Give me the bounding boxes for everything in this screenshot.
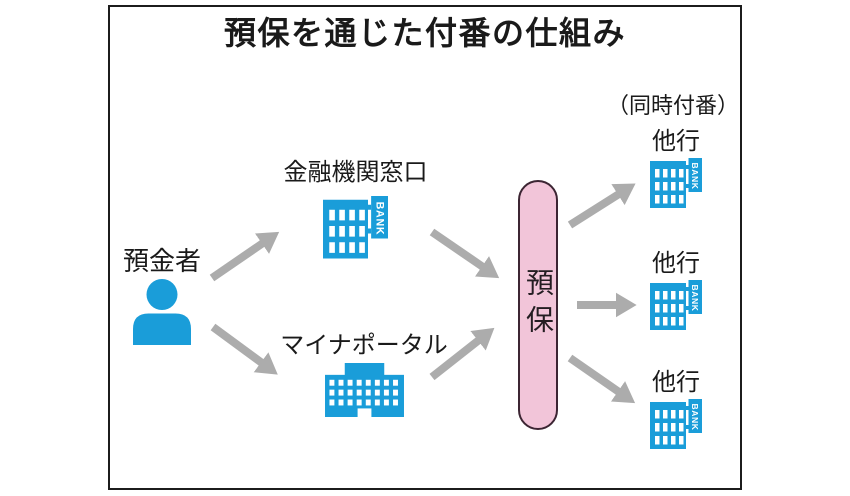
other-bank-label: 他行 (652, 128, 700, 155)
bank-sign-text: BANK (690, 163, 700, 190)
node-bank-counter: 金融機関窓口 BANK (283, 159, 428, 259)
deposit-insurance-label: 預保 (523, 268, 554, 342)
node-depositor: 預金者 (114, 246, 210, 345)
depositor-label: 預金者 (122, 246, 201, 276)
bank-building-icon: BANK (650, 280, 702, 330)
bank-sign-text: BANK (690, 404, 700, 431)
bank-counter-label: 金融機関窓口 (283, 159, 428, 186)
myna-portal-label: マイナポータル (280, 332, 448, 359)
bank-building-icon: BANK (323, 196, 388, 259)
other-bank-label: 他行 (652, 250, 700, 277)
diagram-title: 預保を通じた付番の仕組み (223, 15, 626, 51)
other-bank-label: 他行 (652, 369, 700, 396)
bank-building-icon: BANK (650, 399, 702, 449)
node-other-bank-1: 他行 BANK (640, 127, 712, 208)
bank-sign-text: BANK (374, 202, 386, 236)
bank-building-icon: BANK (650, 158, 702, 208)
node-other-bank-3: 他行 BANK (640, 368, 712, 449)
person-icon (133, 279, 191, 345)
government-building-icon (324, 363, 404, 418)
node-other-bank-2: 他行 BANK (640, 249, 712, 330)
node-deposit-insurance: 預保 (518, 180, 558, 430)
simultaneous-numbering-note: （同時付番） (606, 93, 739, 118)
node-myna-portal: マイナポータル (280, 332, 448, 418)
bank-sign-text: BANK (690, 285, 700, 312)
